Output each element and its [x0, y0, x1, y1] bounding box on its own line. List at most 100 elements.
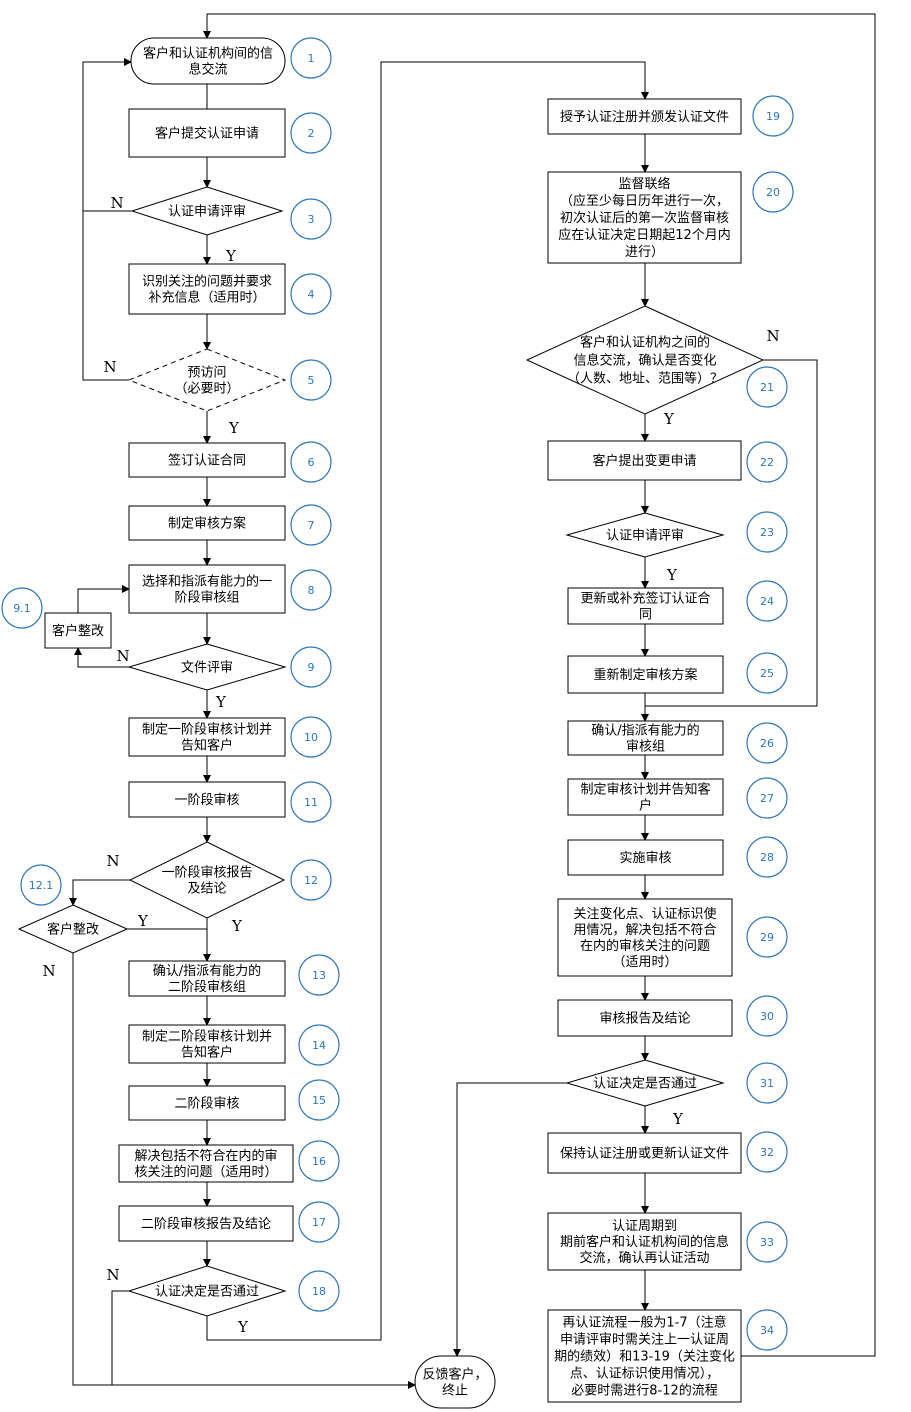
step-number-circle	[298, 1140, 340, 1182]
s18-text-line: 认证决定是否通过	[155, 1285, 259, 1300]
step-number: 4	[308, 288, 315, 301]
s14-text-line: 告知客户	[181, 1045, 233, 1061]
step-s31: 31	[565, 1059, 788, 1107]
step-number: 9	[308, 661, 315, 674]
yes-label: Y	[225, 247, 237, 265]
step-number: 13	[312, 969, 326, 982]
step-number-circle	[746, 916, 788, 958]
step-s10: 10	[128, 716, 332, 758]
s16-text-line: 核关注的问题（适用时）	[134, 1164, 277, 1180]
step-number: 33	[760, 1236, 774, 1249]
step-number-circle	[290, 859, 332, 901]
connector-line	[453, 1082, 567, 1357]
step-s32: 32	[547, 1131, 788, 1174]
step-s20: 20	[547, 171, 794, 264]
step-number-circle	[746, 722, 788, 764]
s1-terminator	[130, 37, 286, 85]
s121-text-line: 客户整改	[47, 922, 99, 938]
step-number-circle	[746, 1309, 788, 1351]
s3-decision-diamond	[130, 186, 284, 236]
step-number: 9.1	[13, 602, 31, 615]
s27-text-line: 制定审核计划并告知客	[580, 782, 710, 798]
step-number-circle	[290, 273, 332, 315]
step-number-circle	[746, 995, 788, 1037]
step-number-circle	[746, 1221, 788, 1263]
step-number-circle	[290, 504, 332, 546]
s5-text-line: （必要时）	[174, 382, 239, 397]
step-number-circle	[746, 836, 788, 878]
s20-text-line: 监督联络	[618, 176, 670, 192]
step-s11: 11	[128, 781, 332, 823]
s34-process-box	[547, 1309, 742, 1403]
s29-text-line: 在内的审核关注的问题	[580, 938, 710, 954]
step-number-circle	[20, 864, 62, 906]
s27-process-box	[567, 778, 724, 816]
step-number: 11	[304, 796, 318, 809]
no-label: N	[103, 358, 116, 376]
s23-text-line: 认证申请评审	[606, 529, 684, 544]
step-number-circle	[290, 781, 332, 823]
connector-line	[82, 211, 129, 381]
step-number: 1	[308, 52, 315, 65]
s16-text-line: 解决包括不符合在内的审	[134, 1148, 277, 1164]
s11-process-box	[128, 781, 286, 818]
no-label: N	[42, 962, 55, 980]
step-s4: 4	[128, 263, 332, 315]
step-s17: 17	[118, 1201, 340, 1243]
step-number: 5	[308, 374, 315, 387]
step-number: 8	[308, 584, 315, 597]
step-s16: 16	[118, 1140, 340, 1183]
s4-process-box	[128, 263, 286, 315]
step-number-circle	[290, 359, 332, 401]
s21-text-line: 信息交流，确认是否变化	[573, 353, 716, 369]
step-s6: 6	[128, 441, 332, 483]
step-number: 24	[760, 595, 774, 608]
s33-process-box	[547, 1212, 742, 1271]
step-number-circle	[298, 1270, 340, 1312]
s7-process-box	[128, 505, 286, 541]
connector-line	[82, 58, 132, 212]
step-number: 6	[308, 456, 315, 469]
step-number-circle	[290, 112, 332, 154]
s2-process-box	[128, 108, 286, 158]
step-s18: 18	[127, 1265, 340, 1317]
step-s7: 7	[128, 504, 332, 546]
connector-line	[111, 1290, 129, 1385]
connector-line	[72, 953, 416, 1389]
connector-line	[74, 647, 129, 668]
s20-text-line: 应在认证决定日期起12个月内	[558, 227, 731, 243]
step-s3: 3	[130, 186, 332, 240]
s29-text-line: 用情况，解决包括不符合	[573, 922, 716, 938]
step-s19: 19	[547, 95, 794, 137]
no-label: N	[116, 647, 129, 665]
s9-text-line: 文件评审	[181, 661, 233, 676]
step-s12: 12	[128, 841, 332, 919]
step-number: 7	[308, 519, 315, 532]
step-s21: 21	[525, 305, 788, 415]
s30-process-box	[557, 999, 733, 1037]
s8-text-line: 阶段审核组	[174, 591, 239, 606]
step-number: 26	[760, 737, 774, 750]
s17-text-line: 二阶段审核报告及结论	[141, 1217, 271, 1232]
step-number-circle	[746, 511, 788, 553]
step-number: 27	[760, 792, 774, 805]
step-s14: 14	[128, 1024, 340, 1066]
step-s9: 9	[127, 643, 332, 691]
s14-process-box	[128, 1024, 286, 1064]
s25-text-line: 重新制定审核方案	[593, 667, 697, 683]
s8-text-line: 选择和指派有能力的一	[142, 574, 272, 590]
step-number: 17	[312, 1216, 326, 1229]
s32-text-line: 保持认证注册或更新认证文件	[560, 1146, 729, 1162]
s24-process-box	[567, 587, 724, 625]
s21-text-line: （人数、地址、范围等）？	[567, 371, 723, 387]
s13-process-box	[128, 960, 286, 997]
s31-text-line: 认证决定是否通过	[593, 1077, 697, 1092]
step-number: 29	[760, 931, 774, 944]
step-number: 25	[760, 667, 774, 680]
s24-text-line: 同	[639, 608, 652, 623]
s4-text-line: 补充信息（适用时）	[148, 290, 265, 306]
yes-label: Y	[672, 1110, 684, 1128]
step-s2: 2	[128, 108, 332, 158]
s29-process-box	[557, 898, 733, 977]
s33-text-line: 认证周期到	[612, 1219, 677, 1234]
